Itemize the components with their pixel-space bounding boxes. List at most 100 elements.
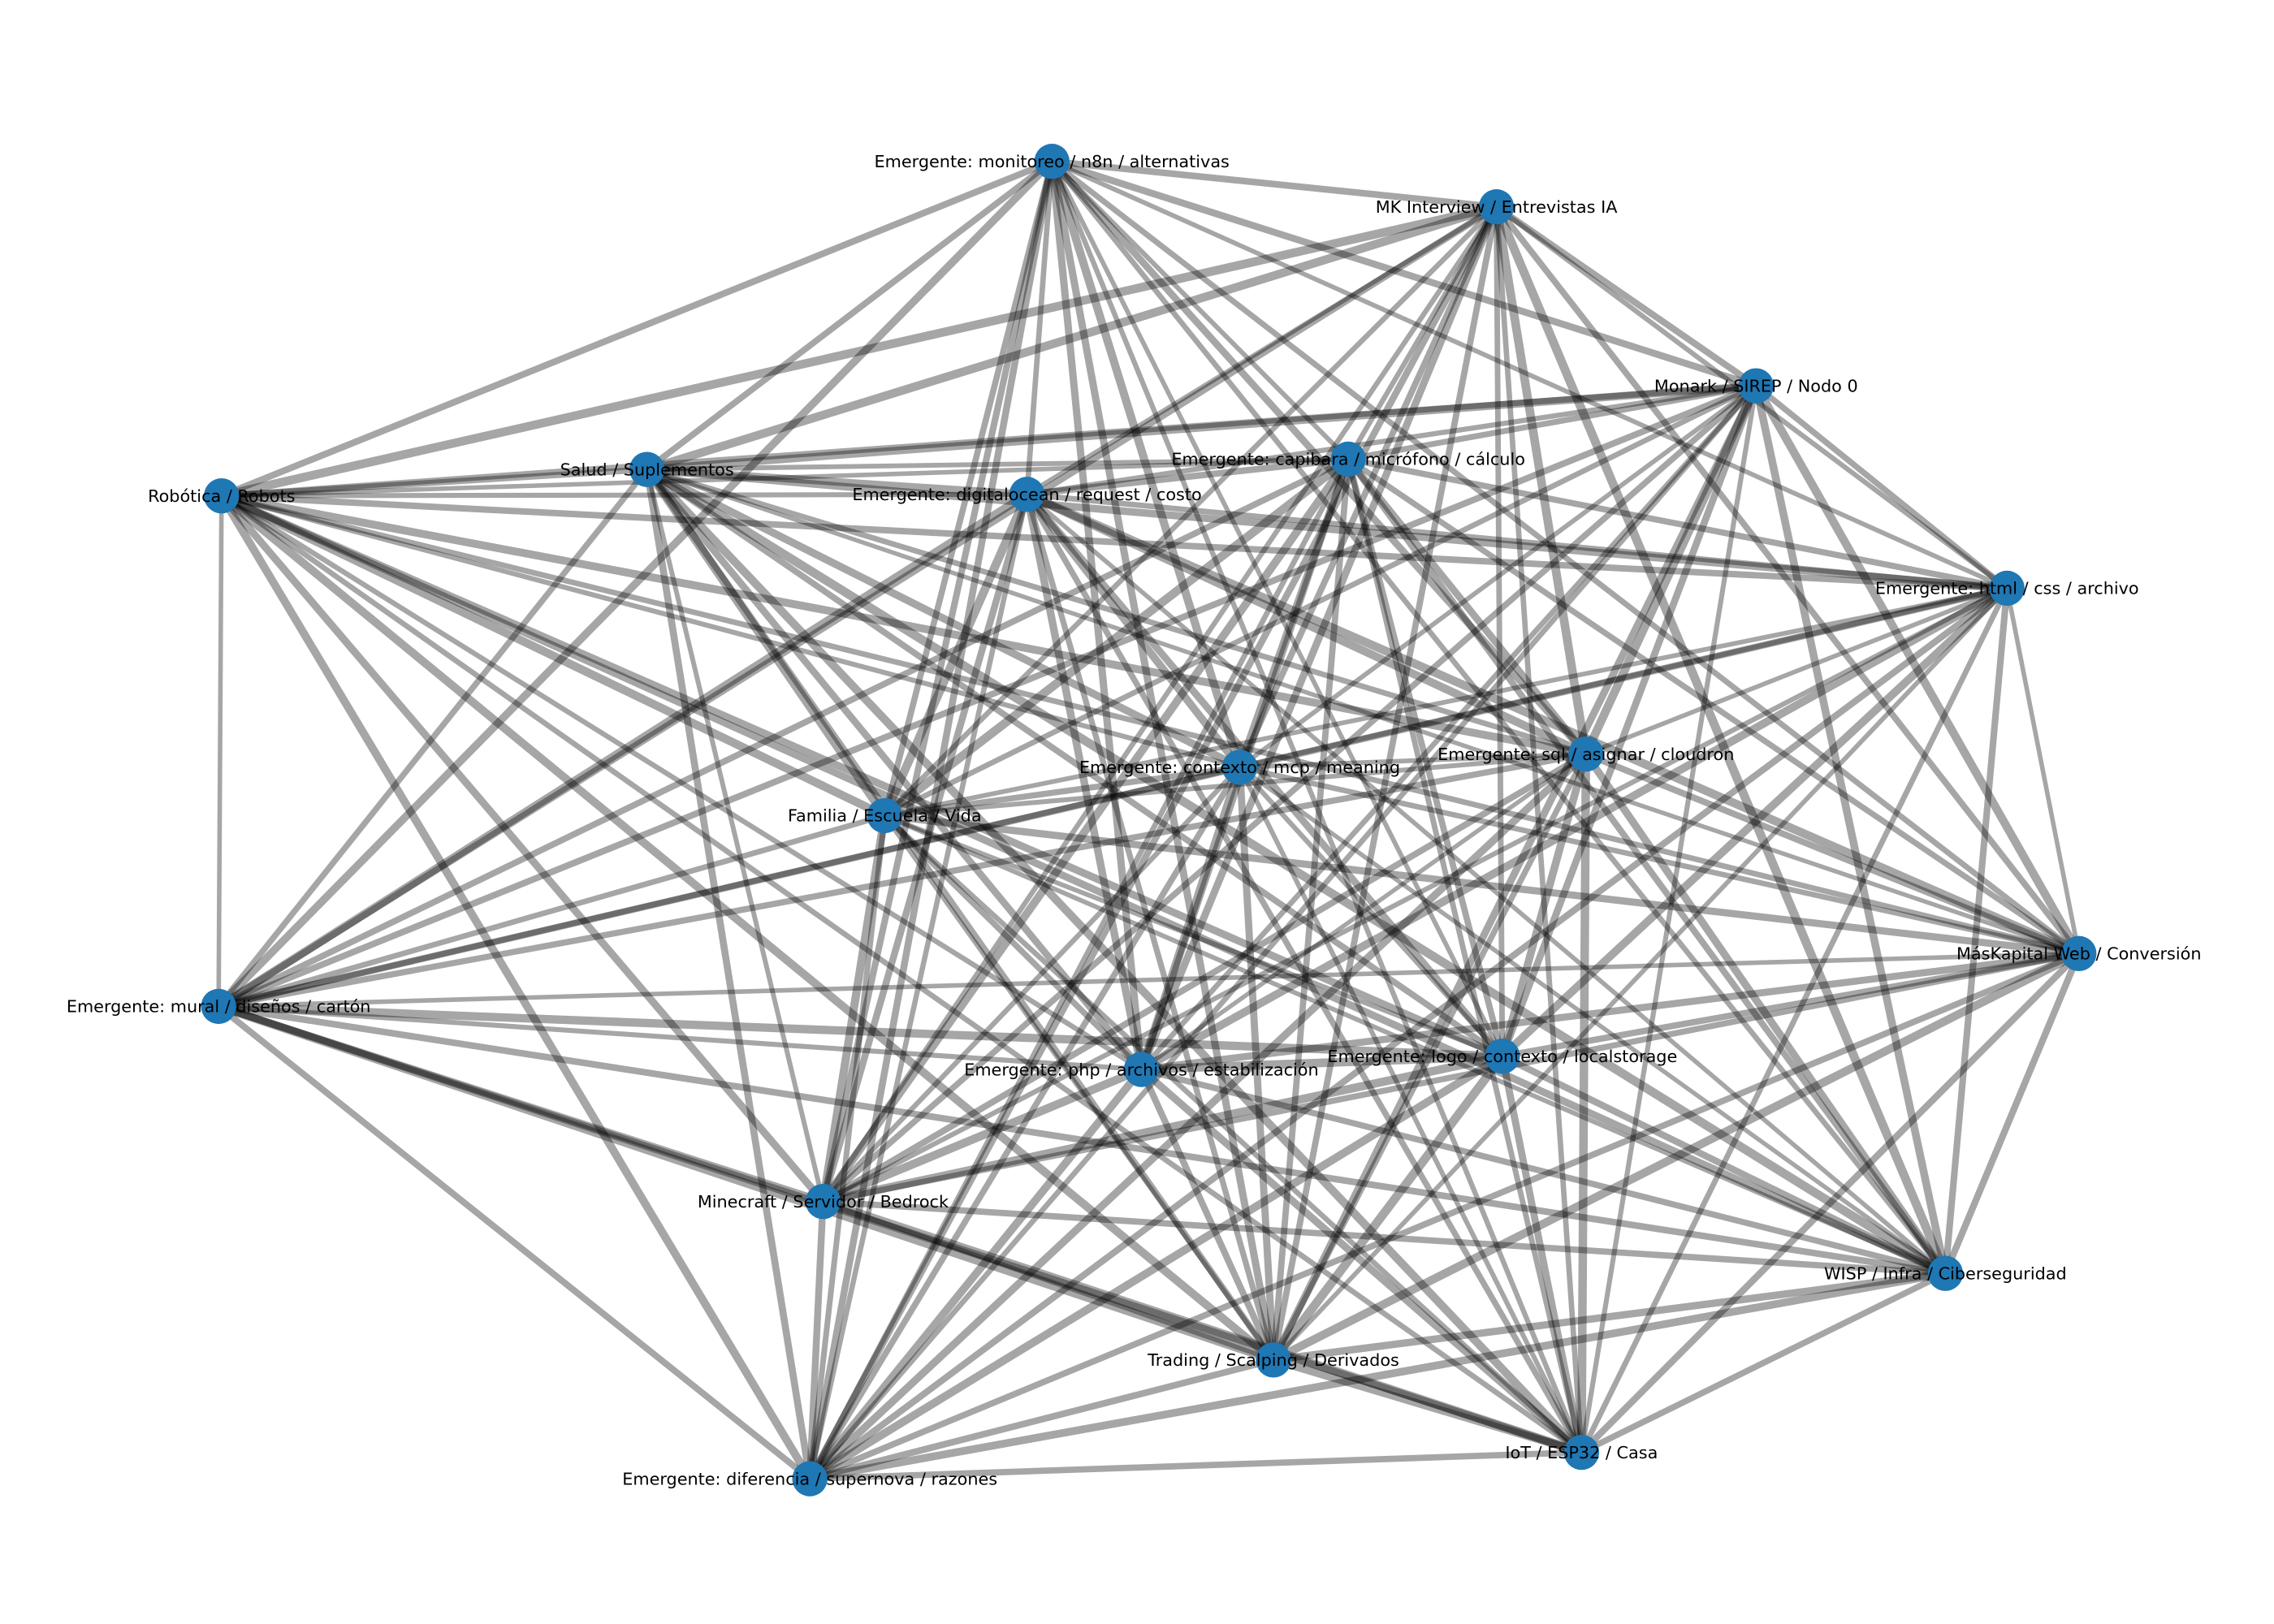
edge xyxy=(819,493,1031,1203)
edge xyxy=(1025,490,2081,958)
graph-node[interactable] xyxy=(1330,441,1366,477)
edge xyxy=(218,494,814,1481)
edge xyxy=(646,467,2080,956)
edge xyxy=(809,1356,1275,1483)
edge xyxy=(1584,750,2081,957)
graph-node[interactable] xyxy=(867,797,902,834)
edge xyxy=(215,158,1055,1009)
edge xyxy=(1049,158,1589,757)
edge xyxy=(1577,754,1591,1453)
graph-node[interactable] xyxy=(1485,1039,1520,1074)
edge xyxy=(1580,1270,1948,1456)
graph-node[interactable] xyxy=(1256,1342,1291,1378)
edge xyxy=(1942,952,2082,1275)
graph-node[interactable] xyxy=(1563,1434,1600,1471)
edge xyxy=(806,205,1500,1481)
edge xyxy=(822,1199,1274,1363)
edge xyxy=(1141,1052,1503,1074)
edge xyxy=(1499,585,2010,1060)
edge xyxy=(884,813,1947,1276)
edge xyxy=(807,383,1758,1481)
graph-node[interactable] xyxy=(201,988,236,1025)
edge xyxy=(217,1003,824,1205)
edge xyxy=(216,1004,812,1482)
edge xyxy=(1238,383,1758,770)
edge xyxy=(217,1002,1275,1364)
graph-node[interactable] xyxy=(1034,144,1070,179)
edge xyxy=(1022,493,1146,1070)
edge xyxy=(881,160,1055,817)
graph-node[interactable] xyxy=(1738,368,1774,404)
graph-node[interactable] xyxy=(805,1183,841,1220)
edge xyxy=(646,465,1027,499)
edge xyxy=(882,814,1276,1362)
graph-node[interactable] xyxy=(1989,570,2025,607)
node-label: Emergente: monitoreo / n8n / alternativa… xyxy=(875,152,1230,171)
edge xyxy=(219,492,1948,1277)
graph-node[interactable] xyxy=(629,451,665,487)
edge xyxy=(220,493,1241,770)
graph-node[interactable] xyxy=(1221,749,1258,785)
edge xyxy=(1050,159,1351,461)
edge xyxy=(1139,383,1758,1072)
edge xyxy=(1582,751,1949,1276)
edge xyxy=(217,1003,1583,1456)
edge xyxy=(1239,751,1586,770)
edge xyxy=(221,456,1349,499)
edge xyxy=(219,492,887,820)
edge xyxy=(810,1449,1582,1483)
edge xyxy=(882,456,1351,819)
edge xyxy=(1347,456,2081,957)
edge xyxy=(216,204,1498,1009)
edge xyxy=(217,382,1757,1010)
edge xyxy=(646,456,1349,473)
edge xyxy=(1238,765,1505,1058)
edge xyxy=(221,491,1027,499)
edge xyxy=(1271,586,2009,1362)
edge xyxy=(1494,206,1584,1453)
edge xyxy=(220,493,1143,1072)
edge xyxy=(1752,383,2083,956)
node-label: Emergente: digitalocean / request / cost… xyxy=(852,485,1201,504)
graph-node[interactable] xyxy=(1478,189,1515,225)
edge xyxy=(1024,492,1584,1454)
node-label: MK Interview / Entrevistas IA xyxy=(1376,197,1618,217)
edge xyxy=(218,492,1277,1363)
edge xyxy=(646,466,1587,757)
edge xyxy=(806,160,1056,1479)
edge xyxy=(216,490,1030,1010)
graph-node[interactable] xyxy=(1123,1052,1160,1087)
edge xyxy=(1026,205,1498,497)
edge xyxy=(1579,385,1759,1453)
graph-node[interactable] xyxy=(792,1461,828,1497)
edge xyxy=(1498,1055,1585,1453)
edge xyxy=(646,202,1498,474)
edge xyxy=(884,812,2080,957)
edge xyxy=(1138,1068,1277,1362)
edge xyxy=(884,751,1587,818)
edge xyxy=(218,764,1241,1009)
edge xyxy=(1024,493,1277,1361)
graph-node[interactable] xyxy=(1009,477,1045,512)
edge xyxy=(1027,491,2008,591)
edge xyxy=(1025,492,1948,1276)
graph-node[interactable] xyxy=(1927,1255,1964,1291)
edge xyxy=(1139,752,1588,1072)
edge xyxy=(807,585,2009,1482)
edge xyxy=(1494,204,1758,389)
edge xyxy=(806,494,1030,1479)
node-label: WISP / Infra / Ciberseguridad xyxy=(1824,1263,2067,1283)
edge xyxy=(1753,383,2009,591)
edge xyxy=(1347,456,2008,592)
edge xyxy=(1024,491,1506,1059)
edge xyxy=(882,205,1498,818)
edge xyxy=(819,814,889,1203)
node-label: Monark / SIREP / Nodo 0 xyxy=(1654,376,1858,395)
graph-node[interactable] xyxy=(2061,935,2097,972)
graph-node[interactable] xyxy=(204,477,240,514)
edge xyxy=(806,815,888,1479)
edge xyxy=(1346,205,1499,461)
graph-node[interactable] xyxy=(1568,736,1604,772)
edge xyxy=(2004,587,2082,954)
edge xyxy=(823,1198,1946,1277)
